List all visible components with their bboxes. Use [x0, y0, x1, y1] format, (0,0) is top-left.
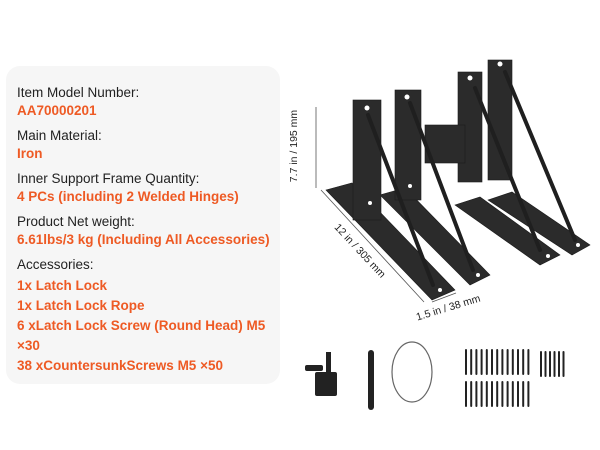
bracket-holes [364, 61, 580, 292]
dimension-lines [315, 107, 457, 303]
weight-value: 6.61lbs/3 kg (Including All Accessories) [17, 232, 270, 247]
accessory-item: 1x Latch Lock [17, 278, 108, 293]
accessory-item: 38 xCountersunkScrews M5 ×50 [17, 358, 223, 373]
frame-label: Inner Support Frame Quantity: [17, 171, 200, 186]
accessory-item: 6 xLatch Lock Screw (Round Head) M5 ×30 [17, 318, 266, 353]
material-value: Iron [17, 146, 43, 161]
specs-list: Item Model Number: AA70000201 Main Mater… [17, 84, 282, 376]
screws-group [465, 349, 565, 407]
latch-rope-icon [391, 341, 433, 403]
bracket-set [325, 59, 591, 301]
bracket-struts [366, 70, 577, 287]
accessories-label: Accessories: [17, 257, 94, 272]
material-label: Main Material: [17, 128, 102, 143]
frame-value: 4 PCs (including 2 Welded Hinges) [17, 189, 239, 204]
latch-lock-icon [305, 352, 337, 396]
specs-card [6, 66, 280, 384]
model-value: AA70000201 [17, 103, 97, 118]
model-label: Item Model Number: [17, 85, 140, 100]
accessory-item: 1x Latch Lock Rope [17, 298, 145, 313]
latch-handle-icon [368, 350, 374, 410]
dimension-height: 7.7 in / 195 mm [288, 109, 301, 183]
weight-label: Product Net weight: [17, 214, 135, 229]
